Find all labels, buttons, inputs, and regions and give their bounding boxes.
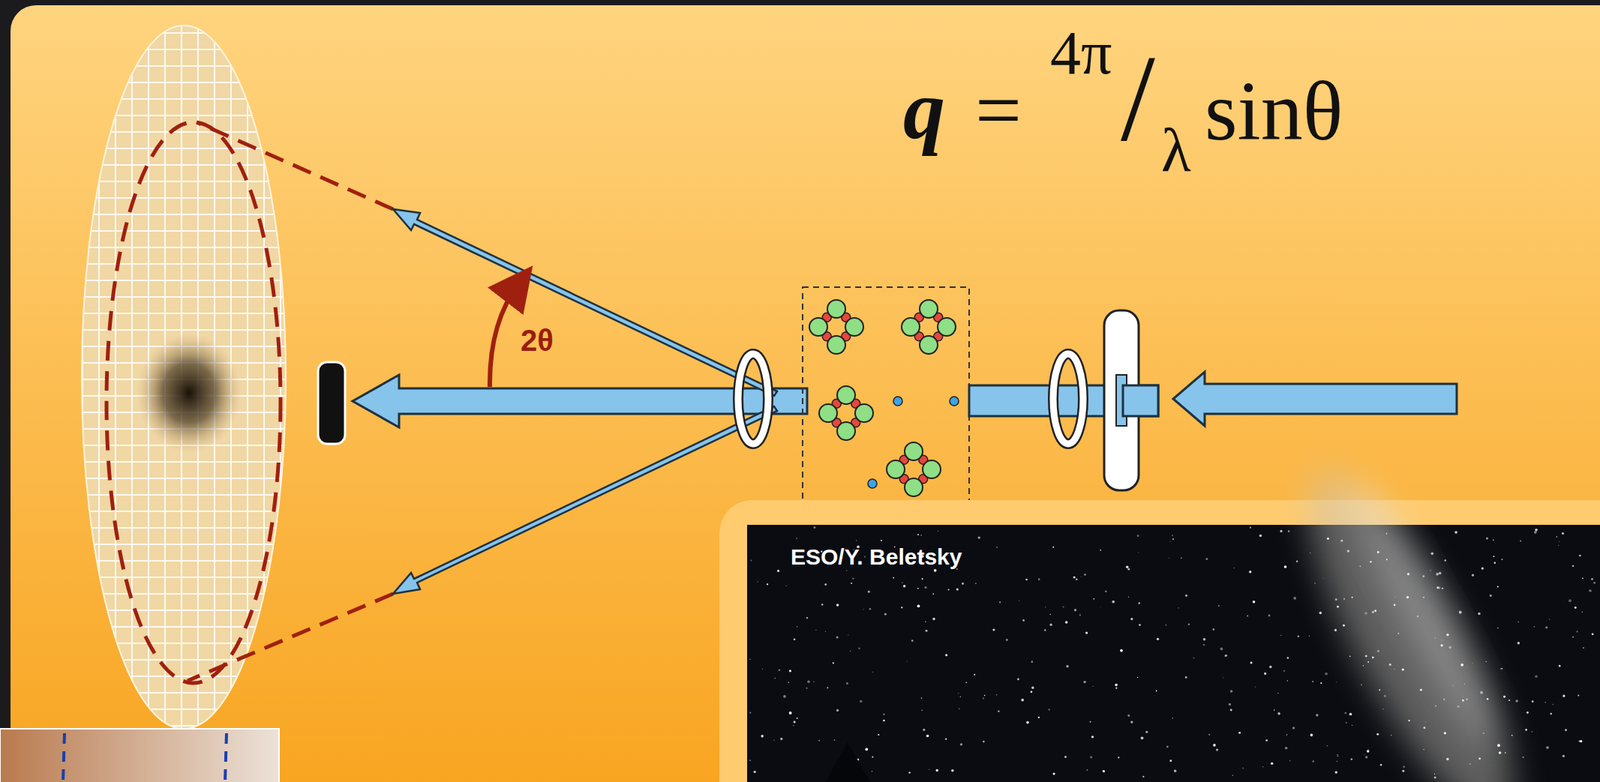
photo-inset: [719, 448, 1600, 782]
formula-numerator: 4π: [1050, 22, 1112, 85]
molecules: [809, 300, 959, 497]
formula-symbol: q: [903, 67, 946, 152]
formula-fraction-slash: /: [1120, 36, 1156, 160]
angle-label: 2θ: [520, 325, 554, 356]
photo-credit: ESO/Y. Beletsky: [790, 546, 962, 569]
detector: [75, 22, 301, 736]
thumbnail: [0, 729, 280, 782]
formula-function: sinθ: [1204, 69, 1343, 154]
formula-denominator: λ: [1161, 120, 1192, 182]
formula-equals: =: [975, 69, 1022, 152]
